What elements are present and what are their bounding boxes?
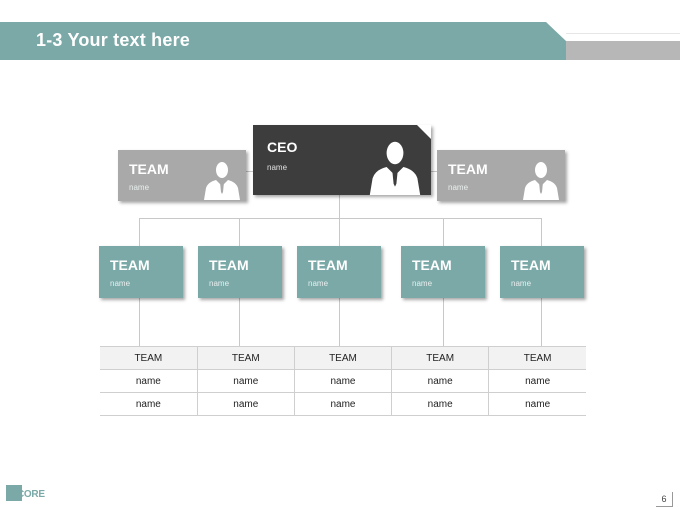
connector-table-5 — [541, 298, 542, 346]
team-label: TEAM — [209, 257, 249, 273]
team-name: name — [110, 279, 131, 288]
side-team-box-right: TEAM name — [437, 150, 565, 201]
connector-left-side — [246, 171, 254, 172]
page-title: 1-3 Your text here — [36, 30, 190, 50]
businessman-silhouette-icon — [369, 141, 421, 195]
table-cell: name — [293, 392, 392, 416]
title-rule — [566, 33, 680, 34]
side-team-name: name — [448, 183, 469, 192]
side-team-label: TEAM — [448, 161, 488, 177]
team-name: name — [412, 279, 433, 288]
team-label: TEAM — [412, 257, 452, 273]
table-cell: name — [293, 369, 392, 393]
connector-table-4 — [443, 298, 444, 346]
team-box-2: TEAM name — [198, 246, 282, 298]
table-cell: name — [100, 369, 198, 393]
connector-drop-5 — [541, 218, 542, 246]
side-team-box-left: TEAM name — [118, 150, 246, 201]
table-header-cell: TEAM — [100, 346, 198, 370]
table-header-cell: TEAM — [488, 346, 586, 370]
ceo-label: CEO — [267, 139, 298, 155]
team-box-3: TEAM name — [297, 246, 381, 298]
core-logo: CORE — [6, 485, 50, 505]
table-cell: name — [488, 369, 586, 393]
table-header-row: TEAM TEAM TEAM TEAM TEAM — [100, 346, 586, 370]
title-accent-bar — [566, 41, 680, 60]
table-cell: name — [100, 392, 198, 416]
logo-text: CORE — [17, 489, 45, 500]
person-silhouette-icon — [204, 162, 240, 200]
ceo-name: name — [267, 163, 288, 172]
table-row: name name name name name — [100, 392, 586, 416]
connector-horizontal — [139, 218, 541, 219]
team-name: name — [308, 279, 329, 288]
table-cell: name — [391, 392, 489, 416]
team-name: name — [209, 279, 230, 288]
connector-drop-2 — [239, 218, 240, 246]
connector-table-2 — [239, 298, 240, 346]
connector-drop-4 — [443, 218, 444, 246]
page-number: 6 — [656, 492, 673, 507]
connector-ceo-trunk — [339, 195, 340, 218]
team-box-5: TEAM name — [500, 246, 584, 298]
connector-right-side — [430, 171, 437, 172]
team-box-4: TEAM name — [401, 246, 485, 298]
team-label: TEAM — [110, 257, 150, 273]
side-team-name: name — [129, 183, 150, 192]
person-silhouette-icon — [523, 162, 559, 200]
table-cell: name — [488, 392, 586, 416]
team-name: name — [511, 279, 532, 288]
table-cell: name — [196, 392, 295, 416]
table-header-cell: TEAM — [293, 346, 392, 370]
team-label: TEAM — [511, 257, 551, 273]
team-label: TEAM — [308, 257, 348, 273]
table-header-cell: TEAM — [196, 346, 295, 370]
table-row: name name name name name — [100, 369, 586, 393]
side-team-label: TEAM — [129, 161, 169, 177]
ceo-box: CEO name — [253, 125, 431, 195]
title-banner-shape — [0, 22, 566, 60]
connector-drop-1 — [139, 218, 140, 246]
team-table: TEAM TEAM TEAM TEAM TEAM name name name … — [100, 346, 586, 416]
logo-square — [6, 485, 22, 501]
table-cell: name — [196, 369, 295, 393]
title-banner: 1-3 Your text here — [0, 22, 566, 60]
connector-table-1 — [139, 298, 140, 346]
table-cell: name — [391, 369, 489, 393]
team-box-1: TEAM name — [99, 246, 183, 298]
connector-table-3 — [339, 298, 340, 346]
table-header-cell: TEAM — [391, 346, 489, 370]
connector-drop-3 — [339, 218, 340, 246]
